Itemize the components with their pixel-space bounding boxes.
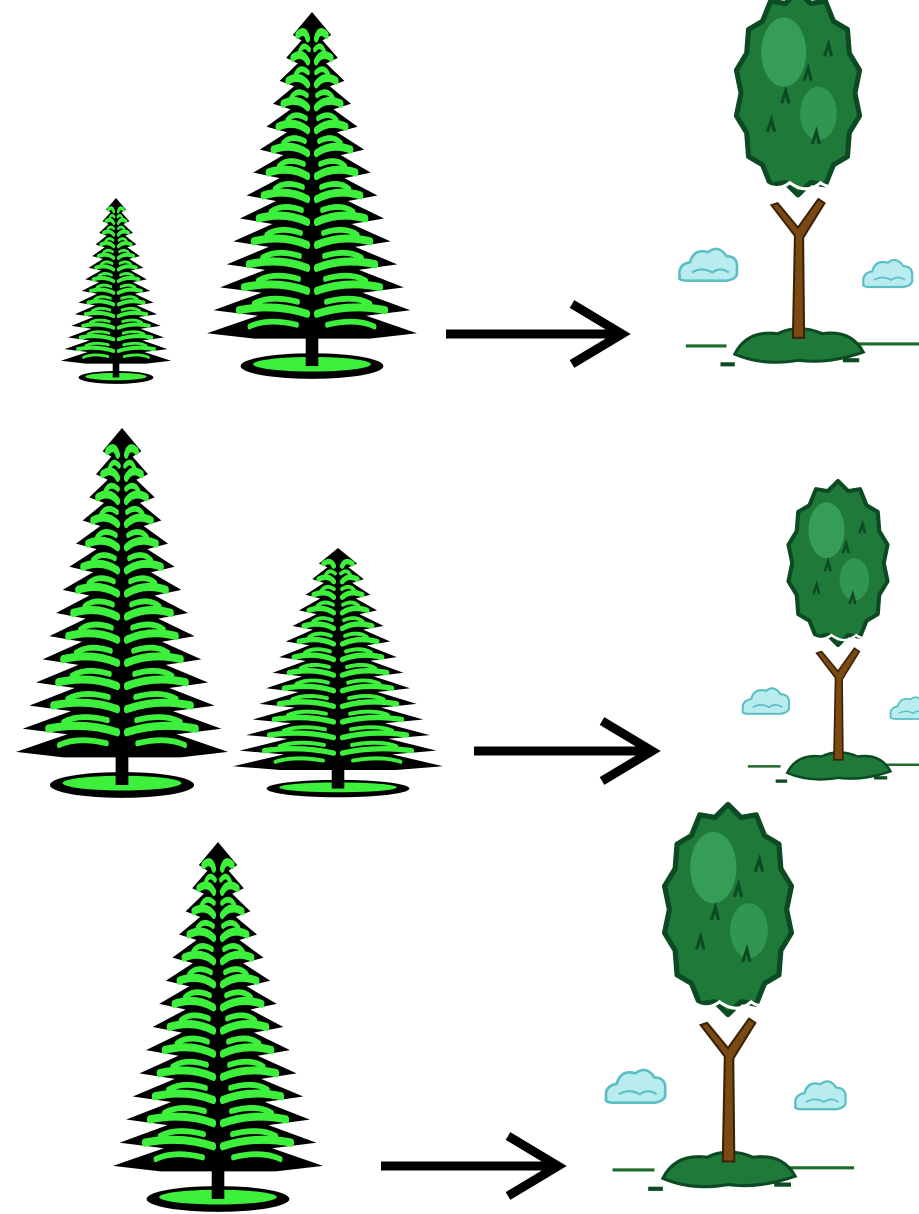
cloud-icon — [678, 247, 739, 282]
broadleaf-tree-icon — [678, 0, 919, 367]
right-arrow-icon — [381, 1132, 567, 1200]
cloud-icon — [889, 696, 919, 720]
broadleaf-tree-icon — [741, 478, 919, 783]
pine-tree-icon — [61, 198, 171, 384]
pine-tree-icon — [207, 12, 417, 379]
diagram-row-3 — [113, 801, 854, 1212]
cloud-icon — [862, 258, 914, 289]
broadleaf-tree-icon — [604, 801, 854, 1191]
diagram-row-1 — [61, 0, 919, 384]
right-arrow-icon — [474, 717, 661, 785]
cloud-icon — [794, 1080, 847, 1111]
right-arrow-icon — [446, 300, 631, 368]
pine-tree-icon — [16, 428, 229, 798]
diagram-row-2 — [16, 428, 919, 798]
cloud-icon — [604, 1068, 667, 1105]
pine-tree-icon — [233, 548, 443, 798]
cloud-icon — [741, 687, 791, 715]
pine-tree-icon — [113, 842, 324, 1212]
